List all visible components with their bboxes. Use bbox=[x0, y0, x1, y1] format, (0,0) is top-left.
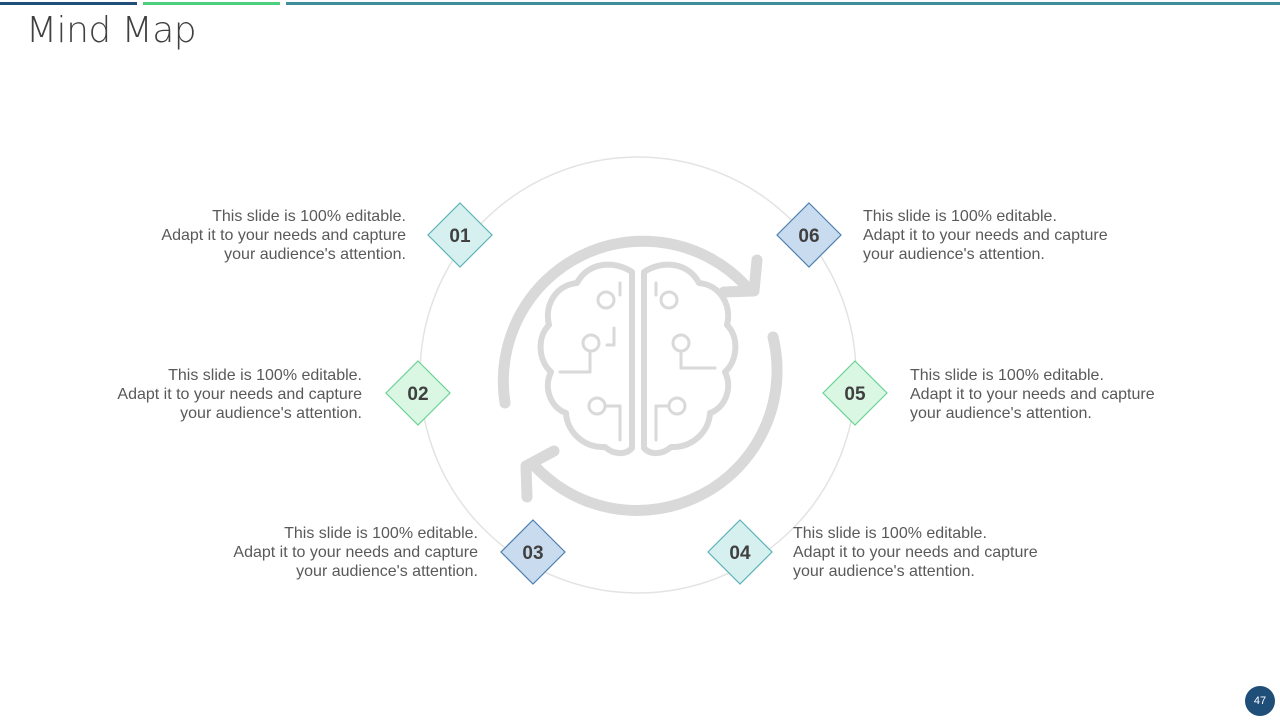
diamond-marker-03 bbox=[500, 519, 566, 585]
description-line: This slide is 100% editable. bbox=[168, 367, 362, 384]
description-line: your audience's attention. bbox=[793, 563, 975, 580]
cycle-arrow-arc-bottom bbox=[526, 331, 783, 516]
accent-bar-teal bbox=[286, 2, 1280, 5]
diamond-marker-05 bbox=[822, 360, 888, 426]
step-number-06: 06 bbox=[798, 226, 819, 247]
diamond-marker-01 bbox=[427, 202, 493, 268]
slide-title: Mind Map bbox=[26, 10, 197, 51]
description-line: Adapt it to your needs and capture bbox=[863, 227, 1108, 244]
description-line: your audience's attention. bbox=[224, 246, 406, 263]
brain-circuit bbox=[558, 281, 717, 442]
step-description-06: This slide is 100% editable. Adapt it to … bbox=[863, 207, 1123, 264]
description-line: Adapt it to your needs and capture bbox=[233, 544, 478, 561]
description-line: Adapt it to your needs and capture bbox=[161, 227, 406, 244]
description-line: Adapt it to your needs and capture bbox=[117, 386, 362, 403]
brain-outline bbox=[537, 261, 739, 457]
description-line: Adapt it to your needs and capture bbox=[793, 544, 1038, 561]
diamond-marker-02 bbox=[385, 360, 451, 426]
diamond-marker-04 bbox=[707, 519, 773, 585]
description-line: Adapt it to your needs and capture bbox=[910, 386, 1155, 403]
cycle-arrow-head-top bbox=[718, 254, 763, 298]
brain-cycle-icon bbox=[497, 235, 783, 516]
step-description-03: This slide is 100% editable. Adapt it to … bbox=[218, 524, 478, 581]
cycle-arrow-arc-top bbox=[497, 235, 751, 409]
description-line: your audience's attention. bbox=[296, 563, 478, 580]
step-number-04: 04 bbox=[729, 543, 751, 564]
step-description-04: This slide is 100% editable. Adapt it to … bbox=[793, 524, 1053, 581]
step-description-02: This slide is 100% editable. Adapt it to … bbox=[102, 366, 362, 423]
step-description-01: This slide is 100% editable. Adapt it to … bbox=[146, 207, 406, 264]
description-line: This slide is 100% editable. bbox=[793, 525, 987, 542]
description-line: your audience's attention. bbox=[180, 405, 362, 422]
accent-bar-green bbox=[143, 2, 280, 5]
step-number-03: 03 bbox=[522, 543, 543, 564]
step-number-01: 01 bbox=[449, 226, 471, 247]
diamond-marker-06 bbox=[776, 202, 842, 268]
description-line: your audience's attention. bbox=[863, 246, 1045, 263]
step-number-02: 02 bbox=[407, 384, 428, 405]
description-line: your audience's attention. bbox=[910, 405, 1092, 422]
description-line: This slide is 100% editable. bbox=[212, 208, 406, 225]
page-number-badge: 47 bbox=[1245, 686, 1275, 716]
step-number-05: 05 bbox=[844, 384, 866, 405]
cycle-arrow-head-bottom bbox=[520, 445, 560, 503]
description-line: This slide is 100% editable. bbox=[863, 208, 1057, 225]
description-line: This slide is 100% editable. bbox=[910, 367, 1104, 384]
description-line: This slide is 100% editable. bbox=[284, 525, 478, 542]
step-description-05: This slide is 100% editable. Adapt it to … bbox=[910, 366, 1170, 423]
accent-bar-dark bbox=[0, 2, 137, 5]
